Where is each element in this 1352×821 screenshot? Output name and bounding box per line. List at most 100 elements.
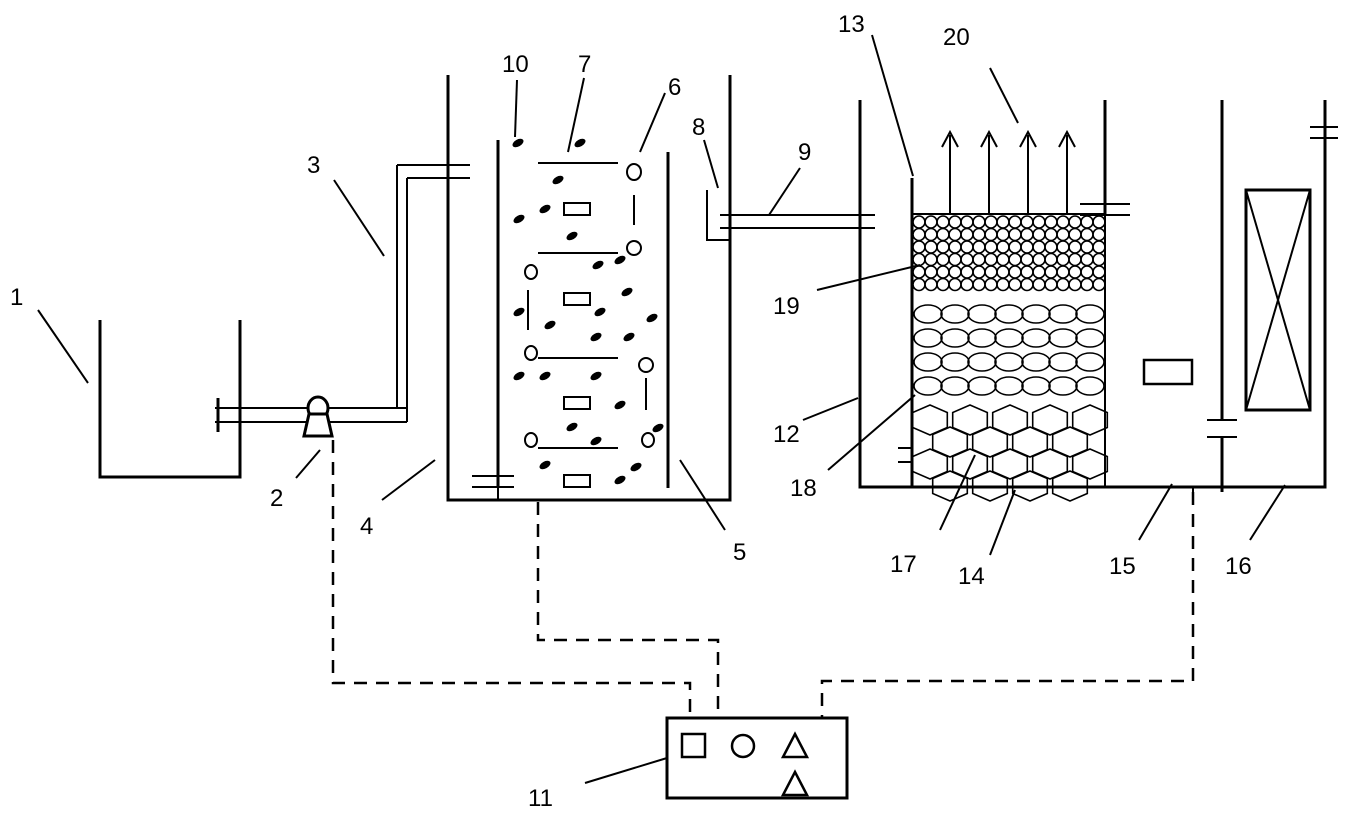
label-6: 6 [668, 74, 681, 101]
media-sphere [1092, 240, 1106, 254]
media-sphere [972, 252, 986, 267]
media-ellipse [994, 304, 1024, 324]
label-20: 20 [943, 24, 970, 51]
media-sphere [1092, 215, 1106, 229]
media-sphere [984, 277, 998, 292]
media-ellipse [940, 352, 970, 372]
media-sphere [924, 215, 938, 229]
circle-icon [730, 733, 756, 759]
media-sphere [1032, 227, 1046, 242]
control-signal-lines [331, 440, 1195, 718]
media-ellipse [940, 328, 970, 348]
media-sphere [1044, 215, 1058, 229]
media-sphere [1080, 215, 1094, 229]
pump-icon [302, 395, 334, 438]
media-sphere [1068, 215, 1082, 229]
media-sphere [1092, 227, 1106, 242]
filter-media-bed [911, 213, 1109, 502]
media-sphere [996, 215, 1010, 229]
label-9: 9 [798, 139, 811, 166]
media-hexagon [1071, 448, 1109, 480]
triangle-icon [780, 731, 810, 759]
media-sphere [960, 252, 974, 267]
media-sphere [1044, 227, 1058, 242]
media-sphere [1008, 227, 1022, 242]
baffle-plates [527, 162, 647, 449]
triangle-icon [780, 769, 810, 797]
media-sphere [912, 277, 926, 292]
reactor-tank [446, 75, 732, 502]
media-ellipse [1048, 304, 1078, 324]
media-ellipse [994, 376, 1024, 396]
arrow-up-icon [941, 129, 959, 215]
media-ellipse [1021, 352, 1051, 372]
media-sphere [996, 240, 1010, 254]
media-sphere [912, 215, 926, 229]
inlet-pipe [215, 164, 470, 432]
media-sphere [1080, 277, 1094, 292]
media-sphere [948, 252, 962, 267]
gas-outlet-arrows [941, 129, 1076, 215]
media-hexagon [1031, 448, 1069, 480]
media-sphere [936, 215, 950, 229]
media-sphere [996, 252, 1010, 267]
media-sphere [912, 227, 926, 242]
media-hexagon [931, 470, 969, 502]
label-19: 19 [773, 293, 800, 320]
media-sphere [1068, 227, 1082, 242]
media-hexagon [1031, 404, 1069, 436]
media-hexagon [1011, 426, 1049, 458]
media-sphere [960, 227, 974, 242]
label-5: 5 [733, 539, 746, 566]
arrow-up-icon [1058, 129, 1076, 215]
media-sphere [924, 240, 938, 254]
media-sphere [1044, 240, 1058, 254]
media-sphere [1020, 277, 1034, 292]
media-column-outline [911, 213, 1106, 488]
media-sphere [1008, 215, 1022, 229]
aeration-ring-icons [524, 163, 655, 448]
media-ellipse [967, 328, 997, 348]
media-sphere [936, 252, 950, 267]
media-sphere [996, 227, 1010, 242]
media-sphere [984, 265, 998, 279]
media-sphere [960, 265, 974, 279]
carrier-particles [512, 138, 664, 485]
media-sphere [1032, 215, 1046, 229]
media-ellipse [1075, 328, 1105, 348]
media-hexagon [991, 448, 1029, 480]
media-ellipse [1048, 328, 1078, 348]
media-ellipse [1075, 304, 1105, 324]
media-sphere [948, 265, 962, 279]
square-icon [680, 732, 707, 759]
media-hexagon [1051, 426, 1089, 458]
controller-box [665, 716, 849, 800]
crossed-box-icon [1244, 188, 1312, 412]
media-sphere [1092, 252, 1106, 267]
media-sphere [960, 277, 974, 292]
media-sphere [984, 252, 998, 267]
media-ellipse [967, 352, 997, 372]
number-labels: 1 2 3 4 5 6 7 8 9 10 11 12 13 14 15 16 1… [10, 11, 1252, 812]
media-sphere [984, 215, 998, 229]
label-16: 16 [1225, 553, 1252, 580]
media-sphere [1032, 240, 1046, 254]
label-13: 13 [838, 11, 865, 38]
media-sphere [1032, 265, 1046, 279]
label-7: 7 [578, 51, 591, 78]
media-ellipse [1048, 376, 1078, 396]
media-ellipse [1075, 376, 1105, 396]
media-ellipse [913, 328, 943, 348]
arrow-up-icon [1019, 129, 1037, 215]
media-sphere [1044, 265, 1058, 279]
label-3: 3 [307, 152, 320, 179]
label-12: 12 [773, 421, 800, 448]
media-sphere [1020, 215, 1034, 229]
media-hexagon [931, 426, 969, 458]
media-sphere [1020, 227, 1034, 242]
media-sphere [936, 227, 950, 242]
media-sphere [1020, 240, 1034, 254]
media-sphere [984, 240, 998, 254]
media-sphere [1080, 265, 1094, 279]
